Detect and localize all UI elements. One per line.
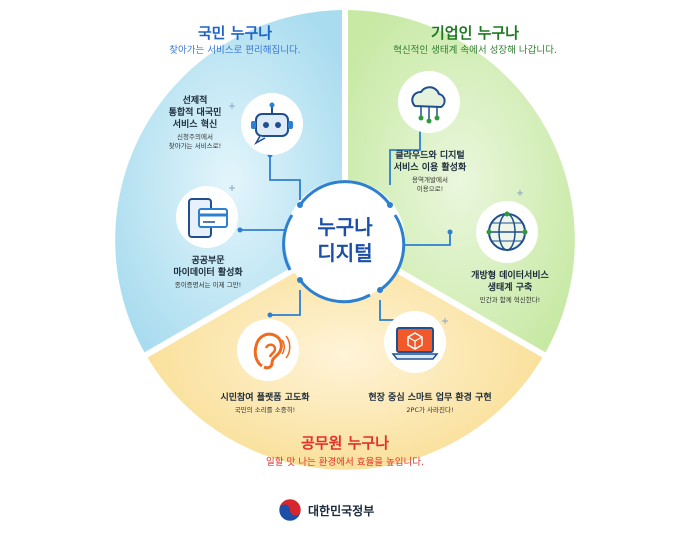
ear-icon (236, 318, 300, 382)
business-title: 기업인 누구나 (430, 24, 520, 42)
government-label: 대한민국정부 (308, 504, 375, 518)
cloud-network-icon (397, 70, 461, 134)
globe-network-icon (475, 200, 539, 264)
center-line-2: 디지털 (317, 241, 373, 265)
citizen-sector (115, 10, 345, 355)
taegeuk-logo-icon (278, 498, 302, 522)
official-title: 공무원 누구나 (300, 434, 390, 452)
business-subtitle: 혁신적인 생태계 속에서 성장해 나갑니다. (393, 45, 557, 56)
robot-chat-icon (240, 92, 304, 156)
official-sector (146, 240, 544, 470)
center-circle (285, 180, 405, 300)
item-cloud-service: 클라우드와 디지털 서비스 이용 활성화 용역개발에서 이용으로! (393, 151, 467, 193)
center-line-1: 누구나 (317, 215, 373, 239)
item-proactive-service: 선제적 통합적 대국민 서비스 혁신 신청주의에서 찾아가는 서비스로! (168, 96, 222, 150)
item-citizen-platform: 시민참여 플랫폼 고도화 국민의 소리를 소중히! (220, 393, 310, 414)
citizen-subtitle: 찾아가는 서비스로 편리해집니다. (169, 45, 301, 56)
official-subtitle: 일할 맛 나는 환경에서 효율을 높입니다. (266, 457, 424, 468)
center-label: 누구나 디지털 (290, 214, 400, 266)
laptop-cube-icon (383, 310, 447, 374)
item-smart-workplace: 현장 중심 스마트 업무 환경 구현 2PC가 사라진다! (368, 393, 492, 414)
citizen-title: 국민 누구나 (197, 24, 273, 42)
item-open-data: 개방형 데이터서비스 생태계 구축 민간과 함께 혁신한다! (471, 271, 549, 304)
item-mydata: 공공부문 마이데이터 활성화 종이증명서는 이제 그만! (173, 256, 243, 289)
mobile-card-icon (175, 185, 239, 249)
